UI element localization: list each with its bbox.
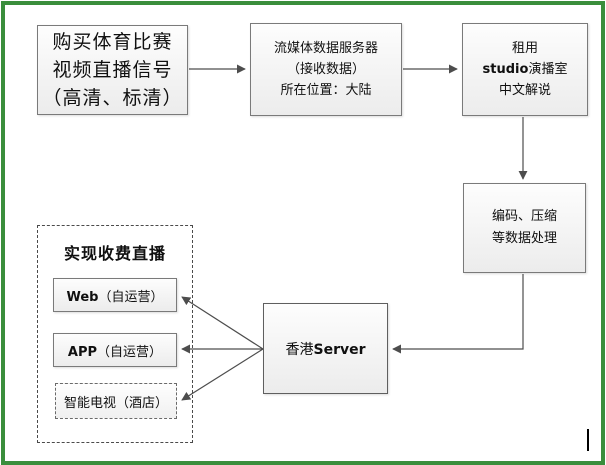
node-hongkong-server-label: 香港Server: [285, 339, 365, 359]
node-streaming-server-line1: 流媒体数据服务器: [273, 41, 378, 56]
arrow-hkserver-to-web: [181, 296, 264, 350]
node-smart-tv-label: 智能电视（酒店）: [63, 395, 168, 411]
web-chinese-label: （自运营）: [98, 289, 164, 305]
studio-chinese-label: 演播室: [528, 62, 568, 77]
node-buy-signal-line1: 购买体育比赛: [52, 31, 173, 53]
group-title: 实现收费直播: [63, 244, 166, 263]
node-rent-studio-line1: 租用: [511, 41, 538, 56]
app-english-label: APP: [67, 344, 98, 360]
node-streaming-server-line3: 所在位置：大陆: [280, 83, 372, 98]
node-rent-studio: 租用 studio演播室 中文解说: [462, 23, 588, 116]
app-chinese-label: （自运营）: [97, 344, 163, 360]
node-app: APP（自运营）: [53, 333, 177, 367]
node-web: Web（自运营）: [53, 278, 177, 312]
node-encoding-line2: 等数据处理: [491, 231, 557, 246]
node-buy-signal: 购买体育比赛 视频直播信号 （高清、标清）: [37, 25, 188, 115]
group-paid-live-broadcast: 实现收费直播: [37, 225, 193, 443]
node-app-label: APP（自运营）: [68, 341, 162, 360]
node-buy-signal-line2: 视频直播信号: [52, 59, 173, 81]
web-english-label: Web: [66, 289, 99, 305]
node-hongkong-server: 香港Server: [263, 303, 388, 394]
node-rent-studio-line2: studio演播室: [483, 59, 568, 80]
arrow-hkserver-to-smarttv: [181, 348, 264, 401]
node-buy-signal-line3: （高清、标清）: [42, 87, 183, 109]
node-encoding: 编码、压缩 等数据处理: [463, 183, 586, 273]
node-encoding-line1: 编码、压缩: [491, 209, 557, 224]
hongkong-chinese-label: 香港: [285, 341, 314, 358]
studio-english-label: studio: [482, 62, 529, 77]
node-streaming-server-line2: （接收数据）: [286, 62, 365, 77]
node-smart-tv: 智能电视（酒店）: [55, 383, 177, 419]
text-cursor: [587, 429, 589, 451]
node-rent-studio-line3: 中文解说: [498, 83, 551, 98]
hongkong-english-label: Server: [313, 341, 366, 358]
node-streaming-server: 流媒体数据服务器 （接收数据） 所在位置：大陆: [250, 23, 402, 116]
arrow-encoding-to-hkserver: [392, 274, 524, 354]
node-web-label: Web（自运营）: [66, 286, 163, 305]
